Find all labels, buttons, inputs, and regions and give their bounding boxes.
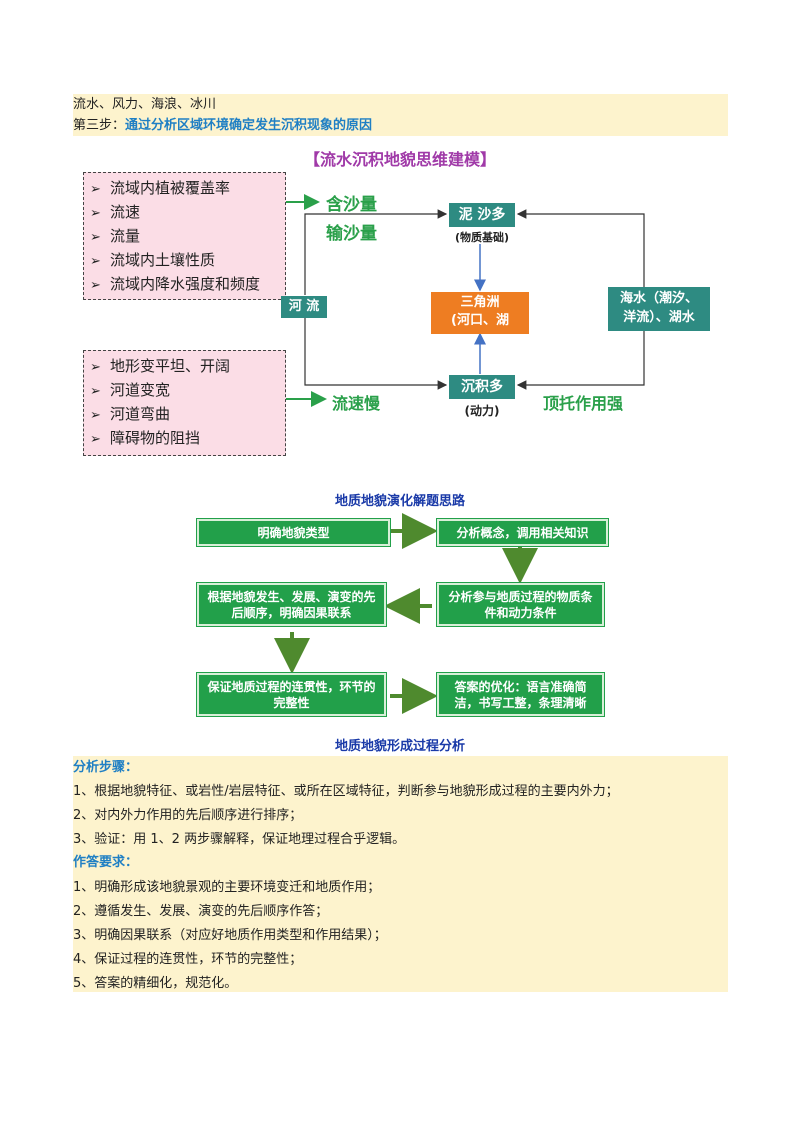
list-item: ➢河道变宽 — [84, 379, 285, 403]
lower-factor-box: ➢地形变平坦、开阔 ➢河道变宽 ➢河道弯曲 ➢障碍物的阻挡 — [83, 350, 286, 456]
bullet-arrow-icon: ➢ — [90, 360, 101, 375]
step-line-2: 2、对内外力作用的先后顺序进行排序； — [73, 808, 303, 823]
req-line-1: 1、明确形成该地貌景观的主要环境变迁和地质作用； — [73, 880, 381, 895]
top-band — [73, 94, 728, 136]
bottom-band — [73, 756, 728, 992]
step3-text: 通过分析区域环境确定发生沉积现象的原因 — [125, 118, 373, 133]
list-item: ➢流域内植被覆盖率 — [84, 177, 285, 201]
node-delta: 三角洲 (河口、湖 — [431, 292, 529, 334]
analysis-title: 地质地貌形成过程分析 — [334, 739, 465, 754]
list-item: ➢流域内降水强度和频度 — [84, 273, 285, 297]
steps-heading: 分析步骤： — [73, 760, 139, 775]
node-chen-ji-duo: 沉积多 — [449, 375, 515, 399]
bullet-arrow-icon: ➢ — [90, 384, 101, 399]
list-item: ➢地形变平坦、开阔 — [84, 355, 285, 379]
delta-line-1: 三角洲 — [460, 295, 500, 310]
flow-box-1: 明确地貌类型 — [197, 519, 390, 546]
model-title: 【流水沉积地貌思维建模】 — [303, 150, 496, 169]
label-dong-li: (动力) — [464, 404, 500, 418]
req-line-5: 5、答案的精细化，规范化。 — [73, 976, 238, 991]
req-line-2: 2、遵循发生、发展、演变的先后顺序作答； — [73, 904, 329, 919]
flow-box-2: 分析概念，调用相关知识 — [437, 519, 608, 546]
list-item: ➢流速 — [84, 201, 285, 225]
lower-factor-list: ➢地形变平坦、开阔 ➢河道变宽 ➢河道弯曲 ➢障碍物的阻挡 — [84, 355, 285, 451]
step-line-1: 1、根据地貌特征、或岩性/岩层特征、或所在区域特征，判断参与地貌形成过程的主要内… — [73, 784, 619, 799]
flow-box-4: 根据地貌发生、发展、演变的先后顺序，明确因果联系 — [197, 583, 386, 626]
bullet-arrow-icon: ➢ — [90, 230, 101, 245]
requirements-heading: 作答要求： — [73, 855, 139, 870]
top-line-1: 流水、风力、海浪、冰川 — [73, 97, 217, 112]
label-liu-su-man: 流速慢 — [332, 394, 381, 413]
seawater-line-1: 海水（潮汐、 — [619, 291, 698, 306]
bullet-arrow-icon: ➢ — [90, 182, 101, 197]
bullet-arrow-icon: ➢ — [90, 278, 101, 293]
bullet-arrow-icon: ➢ — [90, 206, 101, 221]
step3-label: 第三步： — [73, 118, 126, 133]
list-item: ➢流量 — [84, 225, 285, 249]
model-connectors — [258, 194, 645, 407]
bullet-arrow-icon: ➢ — [90, 432, 101, 447]
bullet-arrow-icon: ➢ — [90, 254, 101, 269]
loop-right-bottom — [516, 330, 645, 390]
node-seawater: 海水（潮汐、 洋流）、湖水 — [608, 287, 710, 331]
delta-line-2: (河口、湖 — [451, 313, 509, 328]
flow-title: 地质地貌演化解题思路 — [334, 494, 465, 509]
loop-right-top — [516, 209, 645, 287]
req-line-3: 3、明确因果联系（对应好地质作用类型和作用结果）； — [73, 928, 387, 943]
node-river: 河 流 — [281, 296, 327, 318]
list-item: ➢河道弯曲 — [84, 403, 285, 427]
flow-connectors — [274, 513, 538, 714]
req-line-4: 4、保证过程的连贯性，环节的完整性； — [73, 952, 303, 967]
bullet-arrow-icon: ➢ — [90, 408, 101, 423]
loop-left-top — [304, 209, 448, 295]
node-ni-sha-duo: 泥 沙多 — [449, 203, 515, 227]
flow-box-5: 保证地质过程的连贯性，环节的完整性 — [197, 673, 386, 716]
flow-box-3: 分析参与地质过程的物质条件和动力条件 — [437, 583, 604, 626]
step3-line: 第三步：通过分析区域环境确定发生沉积现象的原因 — [73, 116, 372, 136]
list-item: ➢障碍物的阻挡 — [84, 427, 285, 451]
loop-left-bottom — [304, 318, 448, 390]
seawater-line-2: 洋流）、湖水 — [623, 310, 695, 325]
flow-box-6: 答案的优化：语言准确简洁，书写工整，条理清晰 — [437, 673, 604, 716]
label-wu-zhi-ji-chu: (物质基础) — [454, 231, 510, 244]
step-line-3: 3、验证：用 1、2 两步骤解释，保证地理过程合乎逻辑。 — [73, 832, 406, 847]
upper-factor-list: ➢流域内植被覆盖率 ➢流速 ➢流量 ➢流域内土壤性质 ➢流域内降水强度和频度 — [84, 177, 285, 297]
label-ding-tuo: 顶托作用强 — [543, 394, 624, 413]
upper-factor-box: ➢流域内植被覆盖率 ➢流速 ➢流量 ➢流域内土壤性质 ➢流域内降水强度和频度 — [83, 172, 286, 300]
label-shu-sha-liang: 输沙量 — [326, 224, 377, 244]
label-han-sha-liang: 含沙量 — [326, 195, 377, 215]
list-item: ➢流域内土壤性质 — [84, 249, 285, 273]
